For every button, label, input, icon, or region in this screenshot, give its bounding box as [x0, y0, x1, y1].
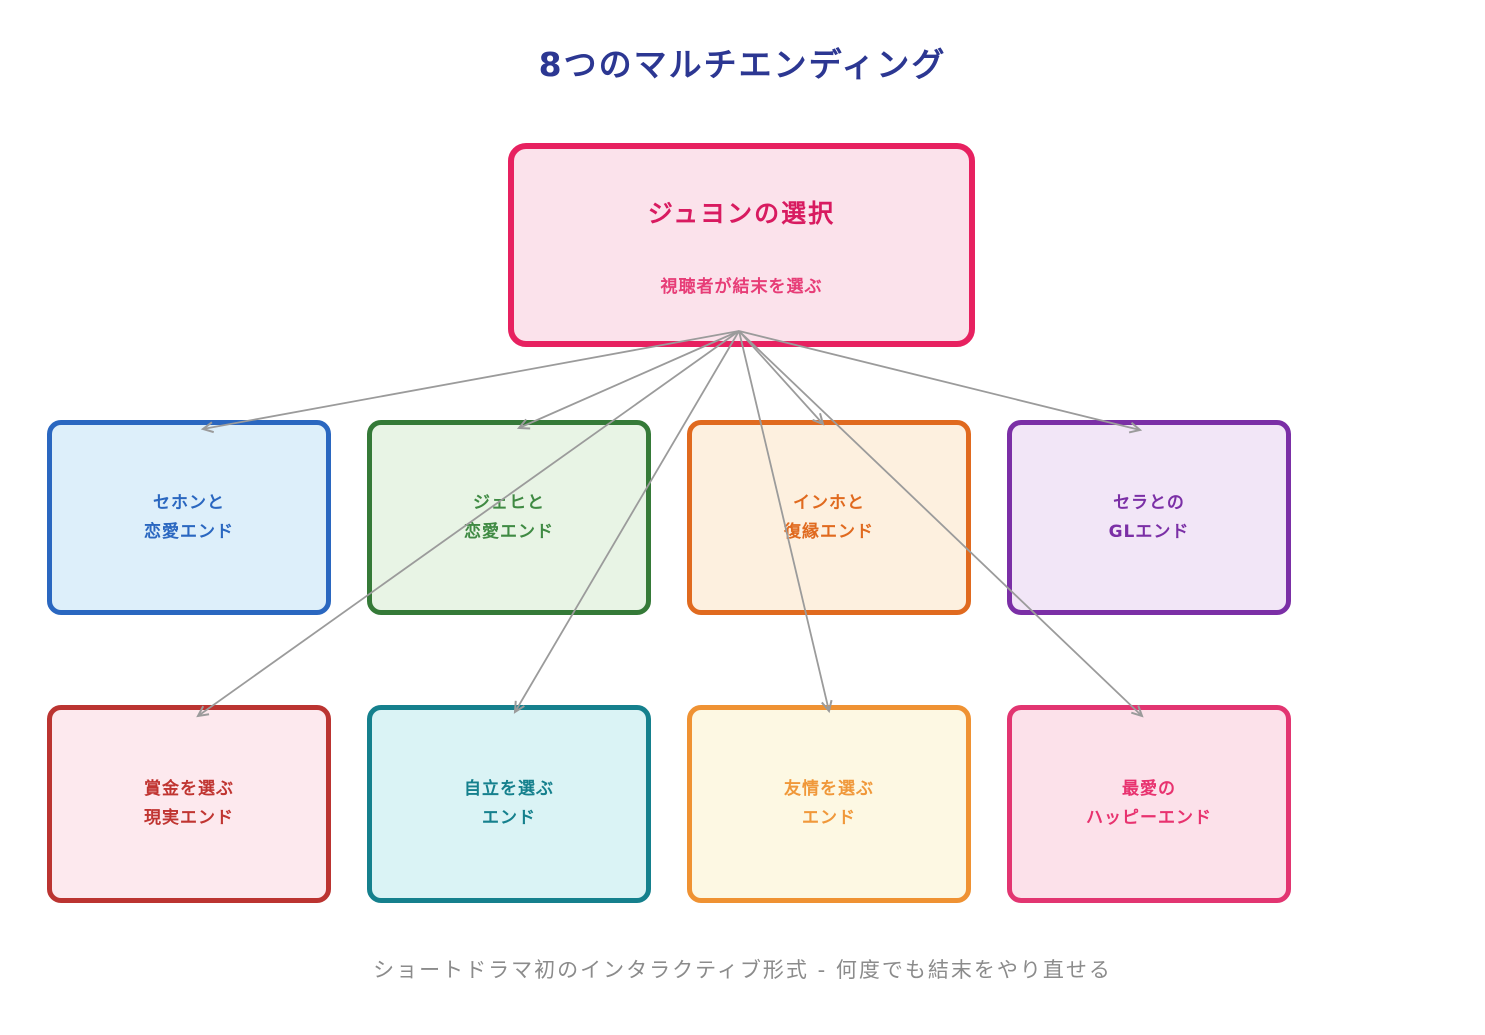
ending-box-friendship: 友情を選ぶ エンド [687, 705, 971, 903]
ending-label: セホンと 恋愛エンド [144, 492, 234, 542]
ending-label: 友情を選ぶ エンド [784, 779, 874, 828]
ending-label: 賞金を選ぶ 現実エンド [144, 779, 234, 828]
ending-box-jaehee-romance: ジェヒと 恋愛エンド [367, 420, 651, 615]
ending-box-inho-reunion: インホと 復縁エンド [687, 420, 971, 615]
ending-label: インホと 復縁エンド [784, 492, 874, 542]
ending-label: 自立を選ぶ エンド [464, 779, 554, 828]
ending-box-prize-reality: 賞金を選ぶ 現実エンド [47, 705, 331, 903]
footer-caption: ショートドラマ初のインタラクティブ形式 - 何度でも結末をやり直せる [373, 958, 1112, 982]
ending-box-sera-gl: セラとの GLエンド [1007, 420, 1291, 615]
root-node-title: ジュヨンの選択 [647, 198, 836, 228]
ending-label: ジェヒと 恋愛エンド [464, 492, 554, 542]
ending-box-beloved-happy: 最愛の ハッピーエンド [1007, 705, 1291, 903]
ending-label: セラとの GLエンド [1108, 492, 1190, 542]
ending-box-independence: 自立を選ぶ エンド [367, 705, 651, 903]
ending-label: 最愛の ハッピーエンド [1086, 779, 1212, 828]
ending-box-sehon-romance: セホンと 恋愛エンド [47, 420, 331, 615]
root-node-juyon-choice: ジュヨンの選択 視聴者が結末を選ぶ [508, 143, 975, 347]
page-title: 8つのマルチエンディング [538, 45, 947, 84]
root-node-subtitle: 視聴者が結末を選ぶ [660, 276, 823, 297]
